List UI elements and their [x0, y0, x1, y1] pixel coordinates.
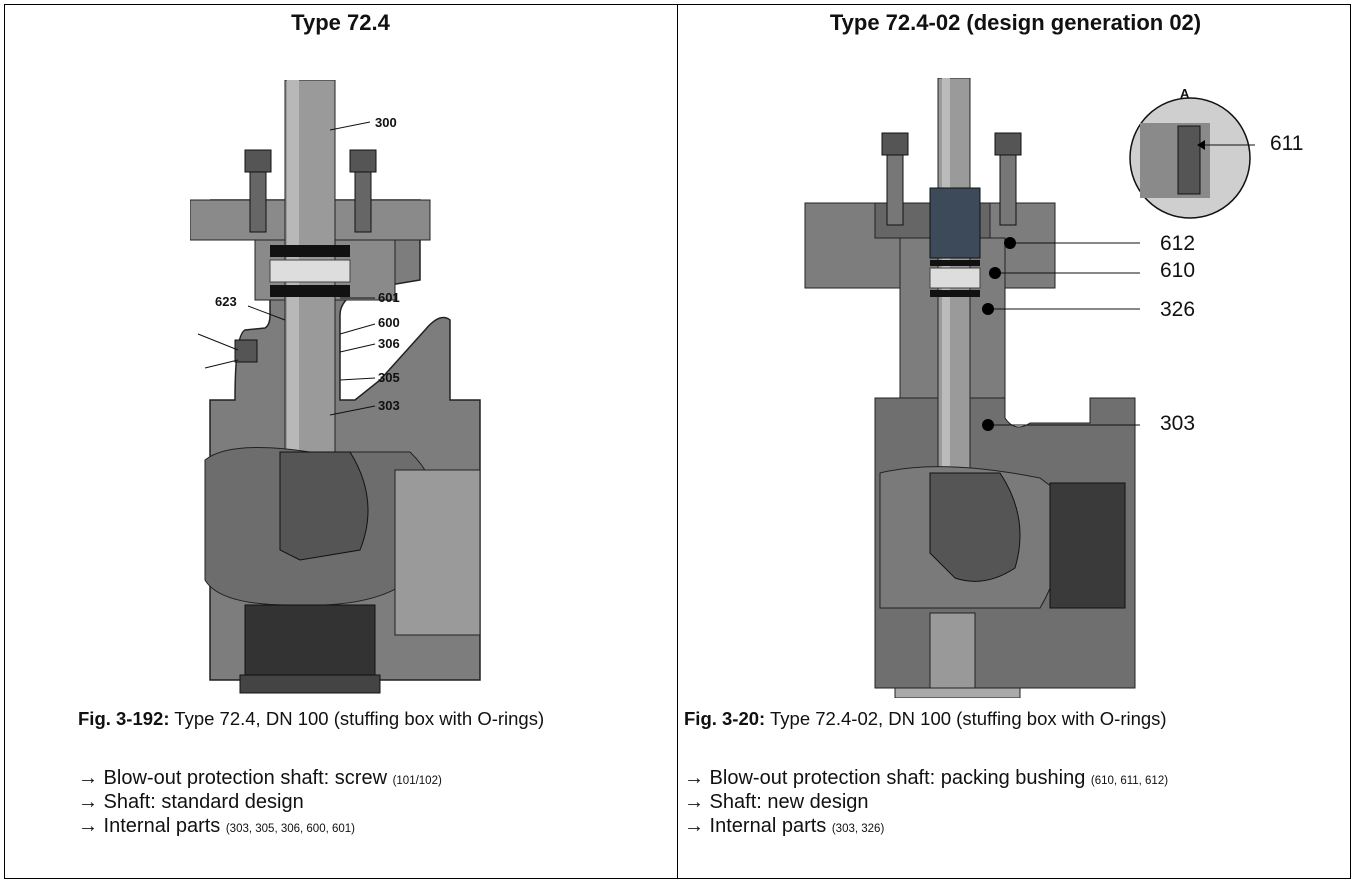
left-bullet-3: → Internal parts (303, 305, 306, 600, 60…	[78, 815, 355, 840]
packing-ring	[930, 290, 980, 297]
right-bullet-3: → Internal parts (303, 326)	[684, 815, 884, 840]
bottom-cover	[244, 604, 376, 681]
left-caption-text: Type 72.4, DN 100 (stuffing box with O-r…	[169, 708, 545, 729]
callout-610: 610	[1160, 259, 1195, 282]
bullet-text: Shaft: new design	[704, 791, 869, 813]
callout-305: 305	[378, 370, 400, 385]
callout-326: 326	[1160, 298, 1195, 321]
packing-ring	[270, 285, 350, 297]
bullet-note: (101/102)	[392, 775, 442, 787]
bullet-text: Blow-out protection shaft: packing bushi…	[704, 767, 1091, 789]
callout-600: 600	[378, 315, 400, 330]
callout-623: 623	[215, 294, 237, 309]
seat-ring	[1049, 482, 1126, 609]
arrow-icon: →	[78, 791, 98, 813]
column-divider	[677, 4, 678, 879]
arrow-icon: →	[684, 767, 704, 789]
callout-601: 601	[378, 290, 400, 305]
bullet-note: (303, 305, 306, 600, 601)	[225, 823, 355, 835]
detail-a-label: A	[1180, 86, 1190, 101]
callout-303: 303	[1160, 412, 1195, 435]
stud-left	[881, 132, 909, 226]
right-bullet-2: → Shaft: new design	[684, 791, 869, 813]
packing-ring	[929, 267, 981, 289]
bullet-note: (303, 326)	[831, 823, 885, 835]
callout-611: 611	[1270, 132, 1303, 155]
bottom-flange	[239, 674, 381, 694]
packing-ring	[270, 245, 350, 257]
bullet-text: Shaft: standard design	[98, 791, 304, 813]
right-bullet-1: → Blow-out protection shaft: packing bus…	[684, 767, 1168, 792]
left-caption-label: Fig. 3-192:	[78, 708, 170, 729]
callout-300: 300	[375, 115, 397, 130]
stud-right	[349, 149, 377, 233]
bottom-plate	[894, 687, 1021, 698]
arrow-icon: →	[78, 767, 98, 789]
callout-306: 306	[378, 336, 400, 351]
stud-right	[994, 132, 1022, 226]
callout-dots	[982, 140, 1205, 431]
lower-shaft	[929, 612, 976, 694]
bullet-note: (610, 611, 612)	[1090, 775, 1169, 787]
arrow-icon: →	[684, 815, 704, 837]
packing-ring	[269, 259, 351, 283]
packing-bushing	[929, 187, 981, 259]
left-caption: Fig. 3-192: Type 72.4, DN 100 (stuffing …	[78, 708, 544, 730]
callout-303: 303	[378, 398, 400, 413]
seat-ring	[394, 469, 481, 636]
detail-a-screw	[1177, 125, 1201, 195]
packing-ring	[930, 260, 980, 266]
left-valve-drawing: 300 623 101 102 601 600 306 305 303	[190, 80, 481, 694]
bullet-text: Internal parts	[98, 815, 226, 837]
arrow-icon: →	[78, 815, 98, 837]
stud-left	[244, 149, 272, 233]
right-valve-drawing: A 611 612 610 326 303	[804, 78, 1303, 698]
left-bullet-2: → Shaft: standard design	[78, 791, 304, 813]
ball-yoke	[279, 451, 369, 561]
bullet-text: Internal parts	[704, 815, 832, 837]
callout-612: 612	[1160, 232, 1195, 255]
right-caption: Fig. 3-20: Type 72.4-02, DN 100 (stuffin…	[684, 708, 1167, 730]
left-bullet-1: → Blow-out protection shaft: screw (101/…	[78, 767, 442, 792]
screw-101	[234, 339, 258, 363]
right-heading: Type 72.4-02 (design generation 02)	[829, 10, 1202, 35]
left-heading: Type 72.4	[291, 10, 390, 35]
arrow-icon: →	[684, 791, 704, 813]
right-caption-text: Type 72.4-02, DN 100 (stuffing box with …	[765, 708, 1167, 729]
ball-yoke	[929, 472, 1021, 582]
right-caption-label: Fig. 3-20:	[684, 708, 766, 729]
bullet-text: Blow-out protection shaft: screw	[98, 767, 393, 789]
